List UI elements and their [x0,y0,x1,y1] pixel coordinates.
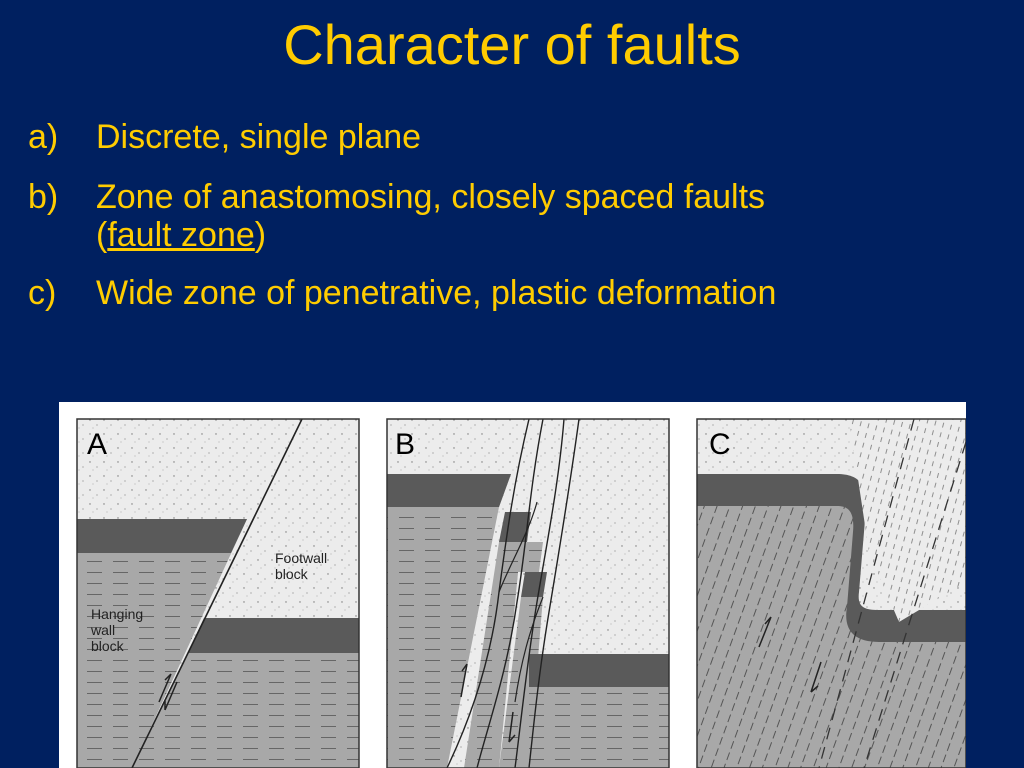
list-item-b: b) Zone of anastomosing, closely spaced … [28,178,1008,254]
list-text-c: Wide zone of penetrative, plastic deform… [96,274,777,312]
hanging-wall-label-line3: block [91,638,124,654]
paren-open: ( [96,216,108,254]
slide-title: Character of faults [283,13,741,76]
fault-type-list: a) Discrete, single plane b) Zone of ana… [28,118,1008,312]
footwall-label-line2: block [275,566,308,582]
hanging-wall-label: Hanging wall block [91,606,143,654]
hanging-wall-label-line1: Hanging [91,606,144,622]
panel-a-label: A [87,428,108,461]
list-text-a: Discrete, single plane [96,118,422,156]
panel-a-drawing [77,419,359,768]
paren-close: ) [254,216,267,254]
list-marker-c: c) [28,274,57,312]
fault-zone-term: fault zone [107,216,255,254]
fault-diagram-svg [76,418,966,768]
panel-b-label: B [395,428,416,461]
list-marker-b: b) [28,178,59,216]
panel-c-label: C [709,428,731,461]
footwall-label-line1: Footwall [275,550,328,566]
footwall-label: Footwall block [275,550,327,582]
panel-b-drawing [387,419,669,768]
list-marker-a: a) [28,118,59,156]
hanging-wall-label-line2: wall [91,622,116,638]
list-item-c: c) Wide zone of penetrative, plastic def… [28,274,1008,312]
list-item-a: a) Discrete, single plane [28,118,1008,156]
list-text-b-line1: Zone of anastomosing, closely spaced fau… [96,178,766,216]
panel-c-drawing [697,419,966,768]
fault-diagram-figure: A B C Footwall block Hanging wall block [59,402,966,768]
